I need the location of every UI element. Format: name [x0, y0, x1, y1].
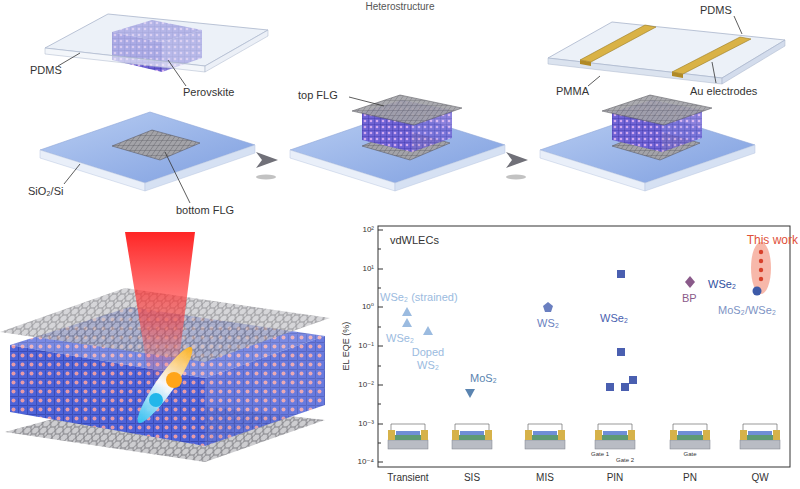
- process-arrows: [256, 152, 528, 180]
- tick-label: 10⁻²: [358, 380, 374, 389]
- legend-title: vdWLECs: [390, 234, 439, 247]
- perovskite-on-pdms-part: [45, 14, 268, 66]
- category-label: Transient: [387, 472, 428, 484]
- data-markers-part: [465, 389, 475, 398]
- part-label: SiO₂/Si: [28, 185, 63, 198]
- data-label: This work: [747, 234, 798, 248]
- process-arrows-part: [506, 175, 526, 180]
- device-insets-part: [388, 424, 428, 449]
- data-markers-part: [759, 268, 763, 272]
- device-insets-part: [740, 424, 780, 449]
- device-insets-part: [670, 424, 710, 449]
- gate-label: Gate 2: [616, 457, 634, 464]
- leader-lines-part: [349, 97, 384, 106]
- data-label: WSe₂ (strained): [380, 291, 458, 304]
- part-label: PMMA: [556, 85, 589, 98]
- data-markers-part: [402, 307, 412, 316]
- chart-frame-part-part: [378, 230, 383, 462]
- perovskite-on-pdms: [45, 14, 268, 72]
- tick-label: 10²: [362, 225, 374, 234]
- device-insets-part: [525, 424, 565, 449]
- data-markers-part: [402, 318, 412, 327]
- chart-frame-part: [378, 230, 383, 462]
- part-label: bottom FLG: [176, 204, 234, 217]
- data-markers-part: [543, 302, 553, 312]
- pdms-with-electrodes-part: [672, 72, 683, 78]
- data-markers-part: [423, 326, 433, 335]
- pdms-with-electrodes-part: [548, 22, 785, 78]
- data-label: MoS₂/WSe₂: [718, 304, 776, 317]
- data-markers-part: [629, 376, 637, 384]
- leader-lines-part: [588, 76, 600, 86]
- chart-frame: [378, 226, 790, 467]
- data-label: MoS₂: [470, 372, 497, 385]
- pdms-with-electrodes-part: [580, 60, 591, 66]
- stacked-heterostructure-part: [602, 95, 712, 125]
- part-label: Au electrodes: [690, 85, 757, 98]
- chart-frame-part-part: [378, 249, 381, 443]
- data-markers-part: [621, 383, 629, 391]
- pdms-with-electrodes-part: [672, 37, 751, 74]
- tick-label: 10¹: [362, 264, 374, 273]
- data-markers-part: [759, 259, 763, 263]
- stacked-heterostructure-part: [352, 95, 462, 125]
- tick-label: 10⁰: [362, 302, 374, 311]
- part-label: top FLG: [298, 89, 338, 102]
- tick-label: 10⁻⁴: [357, 457, 374, 466]
- data-label: Doped WS₂: [406, 346, 450, 371]
- leader-lines-part: [712, 62, 716, 83]
- tick-label: 10⁻³: [358, 419, 374, 428]
- data-markers-part: [617, 348, 625, 356]
- process-arrows-part: [256, 152, 278, 168]
- device-illustration-part: [149, 393, 163, 407]
- perovskite-on-pdms-part: [205, 30, 268, 72]
- data-markers-part: [759, 277, 763, 281]
- substrate-panels-part: [40, 112, 255, 191]
- pdms-with-electrodes: [548, 22, 785, 84]
- gate-label: Gate 1: [591, 451, 609, 458]
- process-arrows-part: [256, 175, 276, 180]
- device-illustration: [0, 232, 330, 462]
- device-insets-part: [595, 424, 635, 449]
- data-markers-part: [751, 242, 771, 294]
- pdms-with-electrodes-part: [580, 25, 656, 62]
- category-label: SIS: [464, 472, 480, 484]
- data-label: WSe₂: [386, 332, 414, 345]
- part-label: PDMS: [30, 64, 62, 77]
- leader-lines-part: [64, 164, 80, 184]
- leader-lines-part: [734, 16, 742, 34]
- data-markers-part: [685, 276, 695, 288]
- data-label: BP: [682, 292, 697, 305]
- figure-title: Heterostructure: [366, 1, 435, 13]
- data-markers-part: [606, 383, 614, 391]
- category-label: QW: [751, 472, 768, 484]
- category-label: MIS: [536, 472, 554, 484]
- tick-label: 10⁻¹: [358, 341, 374, 350]
- device-illustration-part: [166, 372, 182, 388]
- stacked-heterostructure: [352, 95, 712, 152]
- data-label: WSe₂: [600, 312, 628, 325]
- axis-title: EL EQE (%): [341, 322, 351, 371]
- chart-frame-part: [378, 226, 790, 467]
- leader-lines-part: [165, 152, 190, 203]
- data-markers-part: [753, 287, 762, 296]
- device-insets: [388, 424, 780, 449]
- data-markers-part: [617, 270, 625, 278]
- data-markers-part: [759, 250, 763, 254]
- gate-label: Gate: [683, 451, 696, 458]
- part-label: Perovskite: [183, 86, 234, 99]
- leader-lines: [58, 16, 742, 203]
- category-label: PN: [683, 472, 697, 484]
- part-label: PDMS: [700, 4, 732, 17]
- perovskite-on-pdms-part: [45, 48, 205, 72]
- data-label: WSe₂: [708, 278, 736, 291]
- category-label: PIN: [607, 472, 624, 484]
- process-arrows-part: [506, 152, 528, 168]
- leader-lines-part: [168, 60, 186, 86]
- device-insets-part: [452, 424, 492, 449]
- data-label: WS₂: [537, 317, 559, 330]
- data-markers: [402, 242, 771, 398]
- device-illustration-part: [131, 342, 199, 428]
